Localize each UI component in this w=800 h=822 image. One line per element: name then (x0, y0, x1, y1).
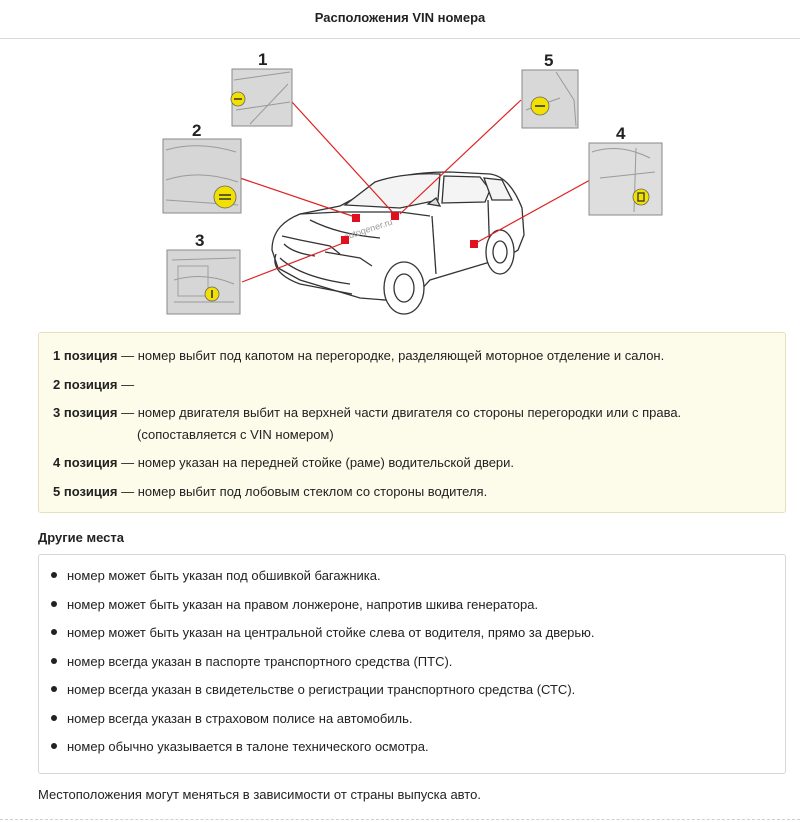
list-item-text: номер всегда указан в паспорте транспорт… (67, 654, 453, 669)
callout-number-2: 2 (192, 121, 201, 140)
car-illustration (271, 171, 525, 315)
position-row-3: 3 позиция — номер двигателя выбит на вер… (53, 402, 681, 423)
list-item-text: номер всегда указан в страховом полисе н… (67, 711, 413, 726)
inset-photo-4 (588, 142, 663, 216)
position-row-5: 5 позиция — номер выбит под лобовым стек… (53, 481, 487, 502)
position-label: 4 позиция (53, 455, 118, 470)
list-item: номер всегда указан в паспорте транспорт… (51, 653, 452, 671)
position-text: — номер выбит под лобовым стеклом со сто… (121, 484, 488, 499)
position-text: — номер двигателя выбит на верхней части… (121, 405, 682, 420)
bullet-icon (51, 657, 57, 664)
list-item-text: номер всегда указан в свидетельстве о ре… (67, 682, 576, 697)
vin-markers (341, 212, 478, 248)
callout-number-5: 5 (544, 51, 553, 70)
callout-number-3: 3 (195, 231, 204, 250)
list-item: номер обычно указывается в талоне технич… (51, 738, 429, 756)
list-item: номер всегда указан в страховом полисе н… (51, 710, 413, 728)
position-label: 2 позиция (53, 377, 118, 392)
list-item: номер всегда указан в свидетельстве о ре… (51, 681, 575, 699)
other-places-heading: Другие места (38, 530, 125, 545)
position-text: — номер выбит под капотом на перегородке… (121, 348, 665, 363)
list-item: номер может быть указан на центральной с… (51, 624, 595, 642)
position-row-1: 1 позиция — номер выбит под капотом на п… (53, 345, 664, 366)
list-item: номер может быть указан под обшивкой баг… (51, 567, 381, 585)
list-item-text: номер может быть указан на центральной с… (67, 625, 595, 640)
list-item-text: номер обычно указывается в талоне технич… (67, 739, 429, 754)
other-places-list: номер может быть указан под обшивкой баг… (38, 554, 786, 774)
page-title: Расположения VIN номера (314, 10, 486, 25)
bullet-icon (51, 742, 57, 749)
position-text: — номер указан на передней стойке (раме)… (121, 455, 515, 470)
inset-photo-1 (230, 68, 293, 127)
callout-number-4: 4 (616, 124, 626, 143)
list-item: номер может быть указан на правом лонжер… (51, 596, 538, 614)
divider (0, 819, 800, 820)
page-header: Расположения VIN номера (0, 0, 800, 39)
bullet-icon (51, 714, 57, 721)
list-item-text: номер может быть указан под обшивкой баг… (67, 568, 381, 583)
position-row-2: 2 позиция — (53, 374, 134, 395)
bullet-icon (51, 628, 57, 635)
callout-lines (239, 99, 591, 283)
list-item-text: номер может быть указан на правом лонжер… (67, 597, 539, 612)
bullet-icon (51, 685, 57, 692)
callout-number-1: 1 (258, 50, 267, 69)
inset-photo-2 (162, 138, 242, 214)
position-label: 5 позиция (53, 484, 118, 499)
bullet-icon (51, 600, 57, 607)
inset-photo-5 (521, 69, 579, 129)
position-label: 3 позиция (53, 405, 118, 420)
footnote: Местоположения могут меняться в зависимо… (38, 787, 481, 802)
position-row-4: 4 позиция — номер указан на передней сто… (53, 452, 514, 473)
bullet-icon (51, 571, 57, 578)
position-text: — (121, 377, 135, 392)
positions-panel: 1 позиция — номер выбит под капотом на п… (38, 332, 786, 513)
position-text-continued: (сопоставляется с VIN номером) (137, 427, 334, 442)
vin-location-diagram: autogener.ru (162, 50, 663, 315)
inset-photo-3 (166, 249, 241, 315)
position-label: 1 позиция (53, 348, 118, 363)
